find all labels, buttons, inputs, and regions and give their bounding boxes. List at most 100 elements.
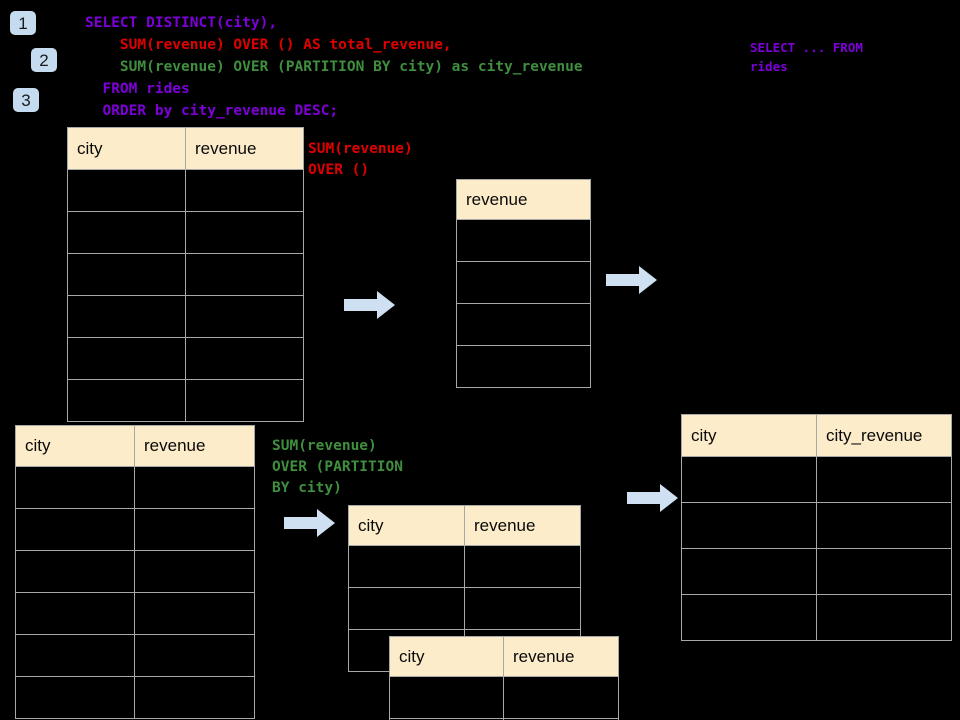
table-result: city city_revenue — [681, 414, 952, 641]
cell-city — [67, 211, 186, 254]
column-header-city: city — [348, 505, 465, 546]
cell-city-revenue — [816, 502, 952, 549]
cell-revenue — [134, 466, 255, 509]
step-badge-3[interactable]: 3 — [13, 88, 39, 112]
column-header-city-revenue: city_revenue — [816, 414, 952, 457]
cell-city-revenue — [816, 456, 952, 503]
cell-revenue — [503, 718, 619, 720]
column-header-city: city — [67, 127, 186, 170]
column-header-city: city — [681, 414, 817, 457]
table-row — [456, 345, 591, 388]
table-row — [15, 676, 255, 719]
cell-revenue — [185, 295, 304, 338]
cell-revenue — [185, 211, 304, 254]
table-partition-group-front: city revenue — [389, 636, 619, 720]
sql-line-order-by: ORDER by city_revenue DESC; — [85, 103, 339, 119]
cell-city — [67, 379, 186, 422]
table-header-row: city city_revenue — [681, 414, 952, 457]
cell-city-revenue — [816, 594, 952, 641]
cell-city — [15, 508, 135, 551]
table-header-row: city revenue — [348, 505, 581, 546]
table-row — [681, 548, 952, 595]
table-rides-top: city revenue — [67, 127, 304, 422]
table-row — [67, 379, 304, 422]
sql-line-from-rides: FROM rides — [85, 81, 190, 97]
cell-city — [681, 548, 817, 595]
cell-revenue — [134, 634, 255, 677]
cell-city — [15, 592, 135, 635]
sql-line-total-revenue: SUM(revenue) OVER () AS total_revenue, — [85, 37, 452, 53]
cell-revenue — [185, 379, 304, 422]
cell-revenue — [503, 676, 619, 719]
cell-city — [348, 587, 465, 630]
table-header-row: revenue — [456, 179, 591, 220]
cell-revenue — [134, 508, 255, 551]
table-row — [15, 592, 255, 635]
cell-revenue — [134, 676, 255, 719]
cell-city — [67, 295, 186, 338]
table-rides-bottom: city revenue — [15, 425, 255, 719]
table-row — [348, 587, 581, 630]
cell-city — [67, 253, 186, 296]
column-header-city: city — [389, 636, 504, 677]
cell-revenue — [134, 592, 255, 635]
cell-revenue — [456, 303, 591, 346]
cell-revenue — [185, 169, 304, 212]
table-header-row: city revenue — [67, 127, 304, 170]
cell-revenue — [134, 550, 255, 593]
flow-arrow-icon-3 — [284, 509, 335, 537]
cell-revenue — [185, 337, 304, 380]
annotation-select-from-rides: SELECT ... FROM rides — [750, 40, 863, 74]
table-row — [67, 169, 304, 212]
step-badge-3-label: 3 — [21, 90, 31, 110]
step-badge-1[interactable]: 1 — [10, 11, 36, 35]
column-header-revenue: revenue — [464, 505, 581, 546]
table-row — [389, 718, 619, 720]
table-row — [456, 219, 591, 262]
cell-city — [15, 550, 135, 593]
cell-city — [15, 676, 135, 719]
cell-revenue — [185, 253, 304, 296]
table-row — [681, 502, 952, 549]
sql-line-select-distinct: SELECT DISTINCT(city), — [85, 15, 278, 31]
column-header-city: city — [15, 425, 135, 467]
step-badge-2[interactable]: 2 — [31, 48, 57, 72]
cell-revenue — [456, 345, 591, 388]
annotation-sum-over-partition: SUM(revenue) OVER (PARTITION BY city) — [272, 438, 403, 496]
table-header-row: city revenue — [389, 636, 619, 677]
table-row — [15, 550, 255, 593]
cell-city — [348, 545, 465, 588]
step-badge-1-label: 1 — [18, 13, 28, 33]
column-header-revenue: revenue — [134, 425, 255, 467]
cell-revenue — [456, 261, 591, 304]
cell-revenue — [464, 587, 581, 630]
table-row — [67, 253, 304, 296]
table-row — [389, 676, 619, 719]
table-row — [15, 634, 255, 677]
cell-revenue — [456, 219, 591, 262]
table-total-revenue: revenue — [456, 179, 591, 388]
cell-city — [15, 466, 135, 509]
cell-city-revenue — [816, 548, 952, 595]
table-header-row: city revenue — [15, 425, 255, 467]
cell-city — [67, 169, 186, 212]
flow-arrow-icon-2 — [606, 266, 657, 294]
table-row — [348, 545, 581, 588]
column-header-revenue: revenue — [503, 636, 619, 677]
flow-arrow-icon-1 — [344, 291, 395, 319]
table-row — [456, 303, 591, 346]
column-header-revenue: revenue — [185, 127, 304, 170]
cell-city — [681, 502, 817, 549]
cell-city — [681, 456, 817, 503]
column-header-revenue: revenue — [456, 179, 591, 220]
cell-city — [67, 337, 186, 380]
table-row — [67, 211, 304, 254]
cell-revenue — [464, 545, 581, 588]
flow-arrow-icon-4 — [627, 484, 678, 512]
table-row — [681, 594, 952, 641]
table-row — [456, 261, 591, 304]
cell-city — [389, 676, 504, 719]
table-row — [15, 466, 255, 509]
table-row — [681, 456, 952, 503]
